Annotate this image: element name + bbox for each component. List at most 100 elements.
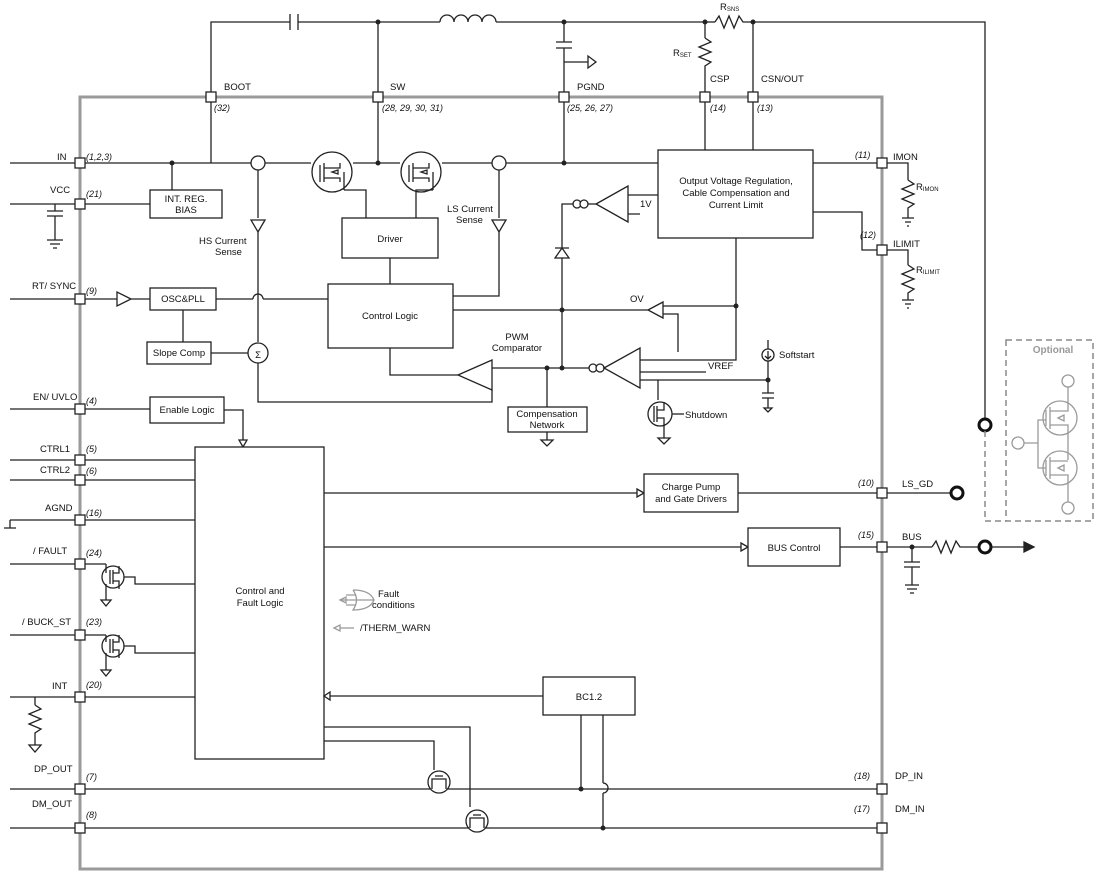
int-pullup-resistor-icon — [27, 704, 43, 745]
driver-label: Driver — [377, 234, 402, 245]
pin-int-number: (20) — [86, 680, 102, 690]
pgnd-pin — [558, 91, 570, 103]
comp-net-label-2: Network — [530, 420, 565, 431]
pin-vcc-label: VCC — [50, 185, 70, 196]
left-pins: IN (1,2,3) VCC (21) RT/ SYNC (9) EN/ UVL… — [22, 152, 112, 834]
ls-mosfet-icon — [400, 151, 442, 218]
pin-dm-in-label: DM_IN — [895, 804, 925, 815]
pin-fault-number: (24) — [86, 548, 102, 558]
inductor-icon — [439, 14, 497, 23]
pin-rt-sync — [74, 293, 86, 305]
dm-switch-mosfet-icon — [465, 809, 489, 833]
control-fault-logic-block — [194, 446, 325, 760]
control-fault-label-2: Fault Logic — [237, 598, 284, 609]
sigma-label: Σ — [255, 350, 261, 361]
dp-switch-mosfet-icon — [427, 770, 451, 794]
pin-bus-label: BUS — [902, 532, 922, 543]
regulation-loop: 1V Output Voltage Regulation, Cable Comp… — [453, 102, 815, 445]
pin-bus-number: (15) — [858, 530, 874, 540]
ilimit-ground-icon — [902, 299, 914, 309]
slope-comp-label: Slope Comp — [153, 348, 205, 359]
error-amp-1v-icon — [594, 184, 629, 224]
csp-label: CSP — [710, 74, 730, 85]
driver-block — [341, 217, 439, 259]
pin-buck-st — [74, 629, 86, 641]
pin-ctrl2-label: CTRL2 — [40, 465, 70, 476]
pwm-label-1: PWM — [505, 332, 528, 343]
pin-ctrl1 — [74, 454, 86, 466]
pin-vcc-number: (21) — [86, 189, 102, 199]
r-set-resistor-icon — [697, 37, 713, 97]
pin-en-uvlo-number: (4) — [86, 396, 97, 406]
optional-mosfet-block: Optional — [984, 339, 1094, 522]
ov-comparator-icon — [646, 300, 664, 320]
pin-dp-in — [876, 783, 888, 795]
softstart-label: Softstart — [779, 350, 815, 361]
comp-net-label-1: Compensation — [516, 409, 577, 420]
ls-sense-amp-icon — [490, 219, 508, 234]
pin-dm-in — [876, 822, 888, 834]
bus-terminal-icon — [977, 539, 993, 555]
pin-imon-label: IMON — [893, 152, 918, 163]
pin-in-label: IN — [57, 152, 67, 163]
enable-logic-block — [149, 396, 225, 424]
sw-pin — [372, 91, 384, 103]
hs-sense-label-1: HS Current — [199, 236, 247, 247]
pin-ls-gd-number: (10) — [858, 478, 874, 488]
pin-dm-out-label: DM_OUT — [32, 799, 72, 810]
csp-pin-number: (14) — [710, 103, 726, 113]
hs-mosfet-icon — [311, 151, 367, 218]
hs-sense-probe-icon — [250, 155, 266, 171]
r-set-label: RSET — [673, 48, 692, 59]
pin-rt-sync-label: RT/ SYNC — [32, 281, 76, 292]
csn-out-label: CSN/OUT — [761, 74, 804, 85]
pin-ls-gd-label: LS_GD — [902, 479, 933, 490]
int-reg-bias-block — [149, 189, 223, 219]
boot-label: BOOT — [224, 82, 251, 93]
imon-ground-icon — [902, 217, 914, 227]
osc-pll-label: OSC&PLL — [161, 294, 205, 305]
pin-fault — [74, 558, 86, 570]
charge-pump-label-1: Charge Pump — [662, 482, 721, 493]
sw-label: SW — [390, 82, 405, 93]
pin-ilimit-label: ILIMIT — [893, 239, 920, 250]
vref-label: VREF — [708, 361, 734, 372]
vref-error-amp-icon — [602, 346, 641, 390]
r-sns-label: RSNS — [720, 2, 739, 13]
csn-out-pin — [747, 91, 759, 103]
comp-ground-icon — [539, 439, 555, 447]
fault-or-gate-icon — [340, 589, 375, 611]
bus-section: Charge Pump and Gate Drivers BUS Control… — [322, 417, 1036, 716]
hs-sense-amp-icon — [249, 219, 267, 234]
pin-dm-out-number: (8) — [86, 810, 97, 820]
shutdown-label: Shutdown — [685, 410, 727, 421]
current-monitor-section: RIMON RILIMIT — [813, 162, 940, 309]
pin-int — [74, 691, 86, 703]
pgnd-pin-number: (25, 26, 27) — [567, 103, 613, 113]
right-pins: (11) IMON (12) ILIMIT (10) LS_GD (15) BU… — [854, 150, 933, 834]
sync-buffer-icon — [116, 290, 133, 308]
sense-terminal-icon — [977, 417, 993, 433]
pin-dp-out-number: (7) — [86, 772, 97, 782]
int-reg-label-2: BIAS — [175, 205, 197, 216]
pin-imon — [876, 157, 888, 169]
r-imon-label: RIMON — [916, 182, 939, 193]
boot-pin-number: (32) — [214, 103, 230, 113]
agnd-ground-icon — [4, 520, 16, 529]
shutdown-mosfet-icon — [647, 401, 673, 427]
enable-logic-label: Enable Logic — [160, 405, 215, 416]
input-section: INT. REG. BIAS — [10, 162, 223, 249]
pin-dp-out-label: DP_OUT — [34, 764, 73, 775]
pin-dm-out — [74, 822, 86, 834]
pin-in-number: (1,2,3) — [86, 152, 112, 162]
charge-pump-block — [643, 473, 739, 513]
pin-en-uvlo-label: EN/ UVLO — [33, 392, 77, 403]
bus-resistor-icon — [931, 539, 978, 555]
pin-ilimit — [876, 244, 888, 256]
int-reg-label-1: INT. REG. — [165, 194, 208, 205]
pin-dp-in-label: DP_IN — [895, 771, 923, 782]
pin-buck-st-number: (23) — [86, 617, 102, 627]
pgnd-label: PGND — [577, 82, 605, 93]
ls-sense-probe-icon — [491, 155, 507, 171]
pin-dp-in-number: (18) — [854, 771, 870, 781]
